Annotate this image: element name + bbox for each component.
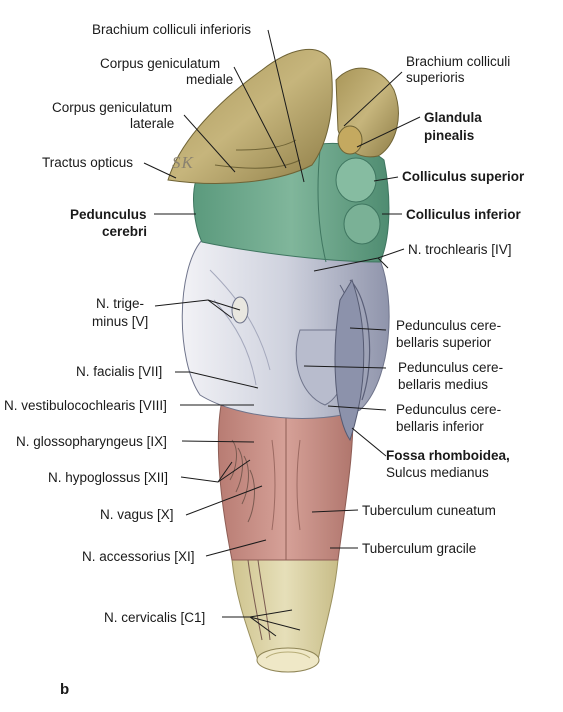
label-corpus-geniculatum-mediale-line2: mediale (186, 72, 233, 87)
label-corpus-geniculatum-laterale-line1: Corpus geniculatum (52, 100, 172, 115)
label-n-glossopharyngeus: N. glossopharyngeus [IX] (16, 434, 167, 449)
label-n-cervicalis: N. cervicalis [C1] (104, 610, 205, 625)
cranial-nerve-rootlets (229, 439, 271, 641)
label-glandula-pinealis-line1: Glandula (424, 110, 482, 125)
label-ped-cb-medius-line1: Pedunculus cere- (398, 360, 503, 375)
label-n-hypoglossus: N. hypoglossus [XII] (48, 470, 168, 485)
label-n-facialis: N. facialis [VII] (76, 364, 162, 379)
artist-initials: SK (172, 153, 195, 172)
label-tuberculum-gracile: Tuberculum gracile (362, 541, 476, 556)
label-ped-cb-inferior-line2: bellaris inferior (396, 419, 484, 434)
label-ped-cb-medius-line2: bellaris medius (398, 377, 488, 392)
label-fossa-rhomboidea-line1: Fossa rhomboidea, (386, 448, 510, 463)
colliculus-inferior-shape (343, 203, 381, 245)
label-colliculus-superior: Colliculus superior (402, 169, 525, 184)
leader-lines (143, 29, 421, 637)
label-n-trochlearis: N. trochlearis [IV] (408, 242, 512, 257)
colliculus-superior-shape (335, 157, 377, 203)
label-pedunculus-cerebri-line2: cerebri (102, 224, 147, 239)
label-ped-cb-inferior-line1: Pedunculus cere- (396, 402, 501, 417)
label-n-trigeminus-line2: minus [V] (92, 314, 148, 329)
spinal-cord (231, 559, 339, 661)
label-brachium-colliculi-superioris-line2: superioris (406, 70, 465, 85)
label-ped-cb-superior-line1: Pedunculus cere- (396, 318, 501, 333)
label-corpus-geniculatum-laterale-line2: laterale (130, 116, 174, 131)
label-colliculus-inferior: Colliculus inferior (406, 207, 522, 222)
label-brachium-colliculi-superioris-line1: Brachium colliculi (406, 54, 510, 69)
label-corpus-geniculatum-mediale-line1: Corpus geniculatum (100, 56, 220, 71)
fossa-rhomboidea (334, 278, 365, 442)
label-pedunculus-cerebri-line1: Pedunculus (70, 207, 147, 222)
diencephalon (167, 48, 333, 184)
label-tractus-opticus: Tractus opticus (42, 155, 133, 170)
label-ped-cb-superior-line2: bellaris superior (396, 335, 492, 350)
label-n-vagus: N. vagus [X] (100, 507, 174, 522)
figure-letter: b (60, 681, 69, 698)
label-tuberculum-cuneatum: Tuberculum cuneatum (362, 503, 496, 518)
label-n-vestibulocochlearis: N. vestibulocochlearis [VIII] (4, 398, 167, 413)
label-glandula-pinealis-line2: pinealis (424, 128, 474, 143)
label-brachium-colliculi-inferioris: Brachium colliculi inferioris (92, 22, 251, 37)
label-n-trigeminus-line1: N. trige- (96, 296, 144, 311)
glandula-pinealis-shape (337, 125, 363, 155)
label-n-accessorius: N. accessorius [XI] (82, 549, 195, 564)
label-fossa-rhomboidea-line2: Sulcus medianus (386, 465, 489, 480)
